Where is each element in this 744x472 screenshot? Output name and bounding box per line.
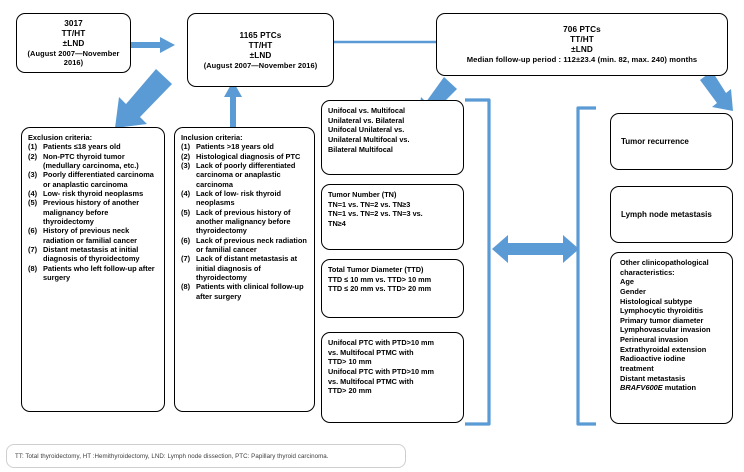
criteria-text: Poorly differentiated carcinoma or anapl… (43, 170, 154, 189)
criteria-item: (7) Distant metastasis at initial diagnos… (28, 245, 159, 264)
box-focality-comparisons[interactable]: Unifocal vs. Multifocal Unilateral vs. B… (321, 100, 464, 175)
criteria-number: (3) (181, 160, 191, 170)
initial-cohort-text: 3017 TT/HT ±LND (August 2007—November 20… (27, 19, 120, 67)
criteria-item: (2) Non-PTC thyroid tumor (medullary carc… (28, 152, 159, 171)
criteria-item: (4) Low- risk thyroid neoplasms (28, 189, 159, 198)
criteria-item: (8) Patients with clinical follow-up afte… (181, 282, 309, 301)
criteria-item: (1) Patients ≤18 years old (28, 142, 159, 151)
braf-mutation-suffix: mutation (662, 383, 696, 393)
characteristic-item: treatment (620, 363, 654, 373)
lymph-node-metastasis-label: Lymph node metastasis (621, 210, 712, 219)
criteria-number: (6) (181, 235, 191, 245)
tumor-number-text: Tumor Number (TN) TN=1 vs. TN=2 vs. TN≥3… (328, 190, 423, 228)
criteria-number: (6) (28, 226, 38, 236)
arrow-initial-to-exclusion (115, 69, 172, 128)
box-other-characteristics[interactable]: Other clinicopathological characteristic… (610, 252, 733, 424)
box-tumor-recurrence[interactable]: Tumor recurrence (610, 113, 733, 170)
criteria-item: (3) Lack of poorly differentiated carcino… (181, 161, 309, 189)
characteristic-item: Histological subtype (620, 296, 693, 306)
criteria-number: (4) (28, 188, 38, 198)
box-ptc-cohort[interactable]: 1165 PTCs TT/HT ±LND (August 2007—Novemb… (187, 13, 334, 87)
criteria-text: Previous history of another malignancy b… (43, 198, 140, 226)
arrow-final-to-outcomes (700, 71, 733, 111)
legend-text: TT: Total thyroidectomy, HT :Hemithyroid… (15, 452, 329, 460)
characteristic-item: Lymphocytic thyroiditis (620, 306, 704, 316)
tumor-recurrence-label: Tumor recurrence (621, 137, 689, 146)
inclusion-title: Inclusion criteria: (181, 133, 243, 142)
arrow-initial-to-ptc (131, 37, 175, 53)
criteria-text: Lack of previous neck radiation or famil… (196, 235, 307, 254)
criteria-item: (7) Lack of distant metastasis at initial… (181, 254, 309, 282)
bracket-outcomes (576, 106, 596, 426)
criteria-text: Patients with clinical follow-up after s… (196, 282, 304, 301)
exclusion-title: Exclusion criteria: (28, 133, 93, 142)
criteria-text: Lack of distant metastasis at initial di… (196, 254, 298, 282)
criteria-item: (8) Patients who left follow-up after sur… (28, 264, 159, 283)
characteristic-item: Gender (620, 286, 646, 296)
characteristic-item: Primary tumor diameter (620, 315, 704, 325)
criteria-item: (5) Lack of previous history of another m… (181, 208, 309, 236)
criteria-item: (3) Poorly differentiated carcinoma or an… (28, 170, 159, 189)
criteria-text: Patients ≤18 years old (43, 142, 121, 152)
criteria-item: (5) Previous history of another malignanc… (28, 198, 159, 226)
criteria-text: Patients who left follow-up after surger… (43, 263, 155, 282)
braf-gene-name: BRAFV600E (620, 383, 663, 393)
inclusion-list: (1) Patients >18 years old (2) Histological… (181, 142, 309, 301)
criteria-number: (1) (181, 142, 191, 152)
criteria-number: (4) (181, 188, 191, 198)
criteria-number: (2) (28, 151, 38, 161)
criteria-number: (7) (28, 244, 38, 254)
criteria-text: Lack of previous history of another mali… (196, 207, 291, 236)
criteria-item: (2) Histological diagnosis of PTC (181, 152, 309, 161)
box-inclusion-criteria[interactable]: Inclusion criteria: (1) Patients >18 year… (174, 127, 315, 412)
criteria-text: Lack of low- risk thyroid neoplasms (196, 188, 282, 208)
criteria-text: Low- risk thyroid neoplasms (43, 188, 144, 198)
box-combined-comparison[interactable]: Unifocal PTC with PTD>10 mm vs. Multifoc… (321, 332, 464, 423)
final-cohort-text: 706 PTCs TT/HT ±LND Median follow-up per… (466, 25, 698, 64)
characteristic-item: Distant metastasis (620, 373, 686, 383)
characteristic-item: Perineural invasion (620, 335, 689, 344)
criteria-text: Histological diagnosis of PTC (196, 151, 301, 161)
criteria-number: (3) (28, 170, 38, 180)
box-final-cohort[interactable]: 706 PTCs TT/HT ±LND Median follow-up per… (436, 13, 728, 76)
criteria-number: (8) (28, 263, 38, 273)
arrow-inclusion-to-ptc (224, 81, 242, 127)
characteristic-item: Radioactive iodine (620, 354, 686, 364)
criteria-text: History of previous neck radiation or fa… (43, 226, 138, 245)
focality-text: Unifocal vs. Multifocal Unilateral vs. B… (328, 106, 410, 154)
criteria-item: (6) Lack of previous neck radiation or fa… (181, 236, 309, 255)
double-arrow-association (492, 235, 579, 263)
criteria-text: Distant metastasis at initial diagnosis … (43, 244, 140, 264)
criteria-number: (1) (28, 142, 38, 152)
characteristic-item: Extrathyroidal extension (620, 344, 707, 354)
criteria-number: (2) (181, 151, 191, 161)
total-tumor-diameter-text: Total Tumor Diameter (TTD) TTD ≤ 10 mm v… (328, 265, 432, 294)
characteristic-item: Lymphovascular invasion (620, 325, 711, 335)
criteria-item: (6) History of previous neck radiation or… (28, 226, 159, 245)
exclusion-list: (1) Patients ≤18 years old (2) Non-PTC thyr… (28, 142, 159, 282)
criteria-number: (5) (28, 198, 38, 208)
box-exclusion-criteria[interactable]: Exclusion criteria: (1) Patients ≤18 year… (21, 127, 165, 412)
criteria-number: (8) (181, 282, 191, 292)
ptc-cohort-text: 1165 PTCs TT/HT ±LND (August 2007—Novemb… (203, 30, 318, 70)
box-lymph-node-metastasis[interactable]: Lymph node metastasis (610, 186, 733, 243)
criteria-text: Patients >18 years old (196, 142, 274, 152)
box-total-tumor-diameter[interactable]: Total Tumor Diameter (TTD) TTD ≤ 10 mm v… (321, 259, 464, 318)
criteria-number: (5) (181, 207, 191, 217)
criteria-text: Non-PTC thyroid tumor (medullary carcino… (43, 151, 139, 170)
braf-mutation-line: BRAFV600E mutation (620, 383, 727, 393)
criteria-number: (7) (181, 254, 191, 264)
criteria-text: Lack of poorly differentiated carcinoma … (196, 160, 296, 189)
box-initial-cohort[interactable]: 3017 TT/HT ±LND (August 2007—November 20… (16, 13, 131, 73)
bracket-variables (465, 98, 491, 426)
other-characteristics-text: Other clinicopathological characteristic… (620, 258, 727, 393)
box-tumor-number[interactable]: Tumor Number (TN) TN=1 vs. TN=2 vs. TN≥3… (321, 184, 464, 250)
abbreviation-legend: TT: Total thyroidectomy, HT :Hemithyroid… (6, 444, 406, 468)
criteria-item: (4) Lack of low- risk thyroid neoplasms (181, 189, 309, 208)
combined-comparison-text: Unifocal PTC with PTD>10 mm vs. Multifoc… (328, 338, 435, 396)
characteristic-item: Age (620, 277, 634, 287)
criteria-item: (1) Patients >18 years old (181, 142, 309, 151)
